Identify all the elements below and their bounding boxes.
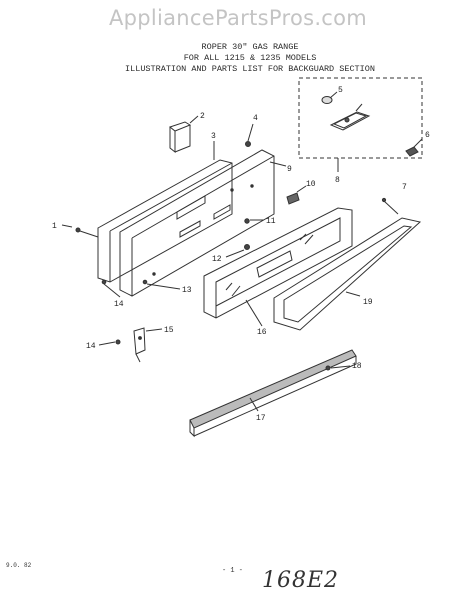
callout-2: 2 bbox=[200, 112, 205, 121]
callout-3: 3 bbox=[211, 132, 216, 141]
callout-14a: 14 bbox=[114, 300, 124, 309]
callout-18: 18 bbox=[352, 362, 362, 371]
callout-9: 9 bbox=[287, 165, 292, 174]
callout-5: 5 bbox=[338, 86, 343, 95]
callout-14b: 14 bbox=[86, 342, 96, 351]
callout-4: 4 bbox=[253, 114, 258, 123]
part-lower-screws bbox=[101, 279, 181, 298]
callout-15: 15 bbox=[164, 326, 174, 335]
footer-code: 9.0. 82 bbox=[6, 562, 32, 569]
part-left-screw bbox=[61, 224, 99, 238]
title-line-1: ROPER 30" GAS RANGE bbox=[201, 42, 299, 52]
title-line-3: ILLUSTRATION AND PARTS LIST FOR BACKGUAR… bbox=[125, 64, 375, 74]
callout-16: 16 bbox=[257, 328, 267, 337]
part-backguard-body bbox=[119, 149, 287, 297]
part-bracket-box bbox=[168, 115, 199, 154]
callout-labels: 1 2 3 4 5 6 7 8 9 10 11 12 13 14 14 15 1… bbox=[52, 86, 430, 423]
part-bottom-strip bbox=[189, 349, 357, 438]
part-lower-bracket bbox=[98, 327, 163, 363]
callout-13: 13 bbox=[182, 286, 192, 295]
callout-17: 17 bbox=[256, 414, 266, 423]
part-mid-screw bbox=[244, 218, 264, 224]
watermark: AppliancePartsPros.com bbox=[108, 6, 368, 30]
callout-10: 10 bbox=[306, 180, 316, 189]
page-number: - 1 - bbox=[222, 567, 244, 575]
part-trim-frame bbox=[273, 197, 422, 331]
callout-11: 11 bbox=[266, 217, 276, 226]
callout-7: 7 bbox=[402, 183, 407, 192]
callout-6: 6 bbox=[425, 131, 430, 140]
callout-1: 1 bbox=[52, 222, 57, 231]
part-top-screw bbox=[245, 123, 254, 147]
callout-12: 12 bbox=[212, 255, 222, 264]
handwritten-note: 168E2 bbox=[262, 568, 340, 593]
part-knob-cap bbox=[321, 91, 338, 104]
part-clip bbox=[405, 138, 423, 157]
part-mounting-plate bbox=[329, 103, 371, 131]
part-strip-screw bbox=[325, 365, 351, 371]
callout-8: 8 bbox=[335, 176, 340, 185]
title-line-2: FOR ALL 1215 & 1235 MODELS bbox=[183, 53, 317, 63]
inset-box bbox=[298, 77, 423, 172]
part-rear-panel bbox=[97, 141, 233, 283]
callout-19: 19 bbox=[363, 298, 373, 307]
part-fitting bbox=[225, 244, 250, 258]
diagram-title: ROPER 30" GAS RANGE FOR ALL 1215 & 1235 … bbox=[100, 42, 400, 75]
part-control-panel bbox=[203, 207, 353, 327]
part-small-square bbox=[286, 185, 307, 205]
